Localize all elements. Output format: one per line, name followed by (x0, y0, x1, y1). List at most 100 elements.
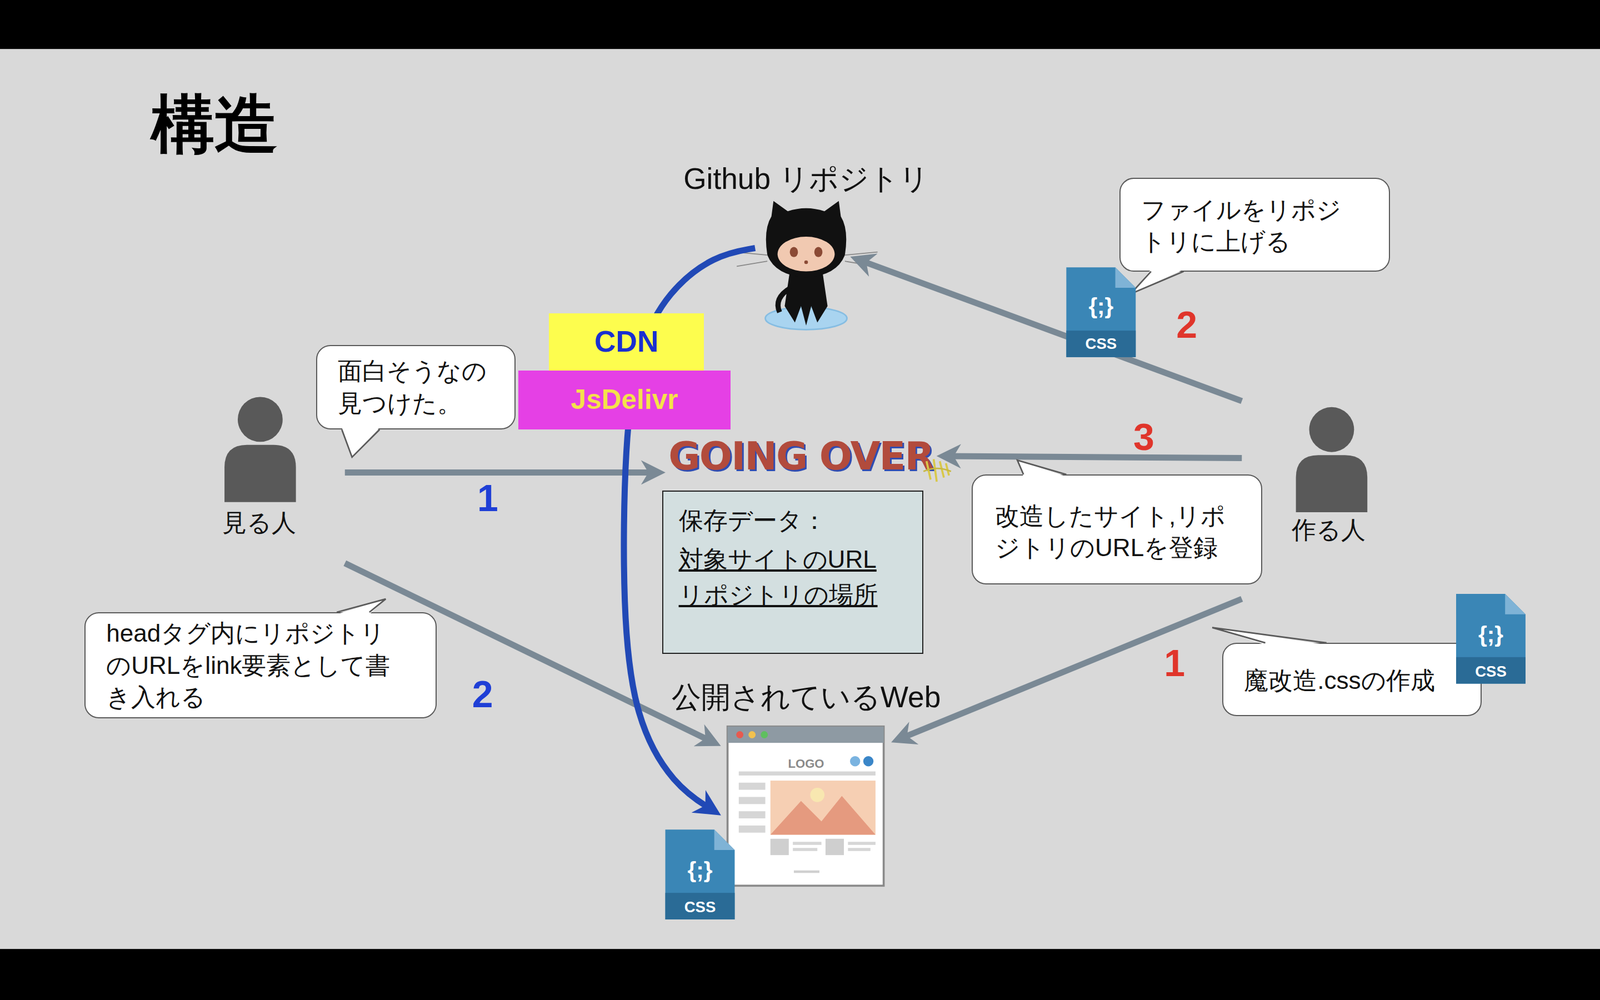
speech-bubble-text: 面白そうなの 見つけた。 (337, 355, 507, 419)
speech-tail (1130, 269, 1184, 294)
speech-tail (1017, 460, 1067, 477)
octocat-illustration (736, 261, 768, 267)
octocat-illustration (734, 201, 878, 330)
person-icon (224, 445, 297, 503)
logo-decoration (923, 459, 952, 482)
browser-illustration (738, 811, 766, 819)
person-node: 見る人 (173, 392, 345, 572)
css-file-icon (1456, 657, 1526, 684)
browser-illustration (738, 782, 766, 790)
speech-tail (336, 598, 386, 613)
speech-tail (1212, 627, 1327, 645)
browser-illustration (736, 731, 744, 739)
logo-text: LOGO (775, 756, 837, 772)
icon-label: CSS (669, 897, 731, 917)
logo-decoration (926, 459, 949, 482)
browser-illustration (727, 726, 884, 887)
octocat-illustration (766, 201, 847, 278)
icon-glyph: {;} (1460, 621, 1522, 648)
browser-illustration (792, 841, 822, 845)
data-box-text: 保存データ： (678, 506, 827, 536)
speech-bubble: 面白そうなの 見つけた。 (316, 345, 515, 430)
step-number: 2 (457, 671, 509, 718)
browser-illustration (738, 825, 766, 833)
octocat-illustration (845, 252, 878, 256)
step-number: 2 (1161, 302, 1213, 348)
css-file-icon (1505, 593, 1526, 615)
browser-illustration (770, 780, 876, 835)
person-node-text: 作る人 (1241, 515, 1415, 545)
flow-arrow (345, 469, 659, 476)
css-file-icon (1066, 267, 1136, 358)
octocat-illustration (777, 287, 791, 313)
speech-bubble: 魔改造.cssの作成 (1222, 642, 1482, 717)
speech-tail (341, 429, 380, 458)
css-file-icon (1456, 593, 1526, 684)
speech-bubble-text: headタグ内にリポジトリ のURLをlink要素として書 き入れる (106, 617, 431, 713)
browser-illustration (792, 847, 818, 852)
flow-arrow (345, 563, 715, 743)
speech-tail (1017, 460, 1067, 477)
speech-bubble-text: ファイルをリポジ トリに上げる (1141, 193, 1374, 258)
person-icon (1296, 407, 1368, 513)
browser-illustration (847, 841, 876, 845)
cdn-box-text: CDN (594, 323, 659, 360)
css-file-icon (1115, 267, 1137, 288)
octocat-illustration (804, 260, 809, 265)
slide-title: 構造 (151, 86, 278, 163)
step-number: 3 (1118, 414, 1170, 460)
speech-bubble-text: 改造したサイト,リポ ジトリのURLを登録 (995, 500, 1253, 564)
browser-illustration (760, 731, 768, 739)
logo-node-text: GOING OVER (668, 435, 934, 478)
cdn-box-text: JsDelivr (571, 383, 679, 417)
speech-tail (336, 598, 386, 615)
octocat-illustration (784, 271, 828, 326)
person-icon (224, 396, 297, 502)
speech-tail (1212, 627, 1327, 645)
browser-illustration (727, 726, 884, 743)
flow-arrow (943, 456, 1242, 459)
speech-bubble: headタグ内にリポジトリ のURLをlink要素として書 き入れる (84, 612, 437, 719)
css-file-icon (1456, 593, 1526, 684)
website-node-text: 公開されているWeb (642, 679, 970, 715)
speech-tail (1130, 269, 1184, 294)
css-file-icon (665, 829, 735, 920)
person-node: 作る人 (1241, 392, 1415, 603)
flow-arrow (857, 259, 1242, 402)
css-file-icon (714, 829, 735, 850)
data-box: 保存データ：対象サイトのURLリポジトリの場所 (662, 490, 924, 654)
icon-label: CSS (1070, 334, 1132, 353)
browser-illustration (847, 847, 870, 852)
browser-illustration (770, 838, 789, 855)
logo-decoration (923, 468, 952, 472)
octocat-illustration (814, 246, 823, 257)
browser-illustration (727, 726, 884, 887)
browser-illustration (770, 796, 876, 835)
browser-illustration (825, 838, 844, 855)
css-file-icon (1066, 267, 1136, 358)
background (0, 48, 1600, 949)
repository-node-text: Github リポジトリ (673, 161, 939, 197)
browser-illustration (863, 756, 874, 767)
speech-tail (1212, 627, 1327, 644)
icon-glyph: {;} (1070, 292, 1132, 320)
browser-illustration (738, 796, 766, 804)
css-file-icon (1066, 330, 1136, 358)
speech-tail (1017, 460, 1067, 475)
speech-tail (341, 427, 380, 458)
step-number: 1 (1148, 640, 1200, 687)
person-icon (1296, 455, 1368, 513)
browser-illustration (738, 771, 876, 776)
octocat-illustration (790, 246, 799, 257)
person-node-text: 見る人 (173, 508, 345, 538)
icon-label: CSS (1460, 662, 1522, 681)
speech-bubble: 改造したサイト,リポ ジトリのURLを登録 (971, 474, 1263, 585)
browser-illustration (748, 731, 756, 739)
speech-tail (336, 598, 386, 615)
flow-arrow (897, 598, 1242, 740)
website-node: 公開されているWeb (714, 719, 899, 888)
flow-arrow (623, 247, 755, 812)
logo-node: GOING OVER (658, 430, 944, 482)
